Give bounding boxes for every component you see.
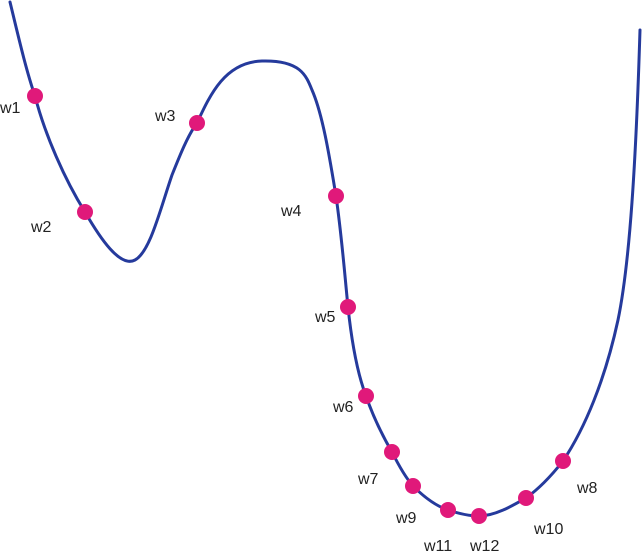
- point-label-w4: w4: [280, 203, 302, 220]
- point-w12: [471, 508, 487, 524]
- point-w1: [27, 88, 43, 104]
- point-label-w9: w9: [395, 510, 417, 527]
- point-label-w7: w7: [357, 471, 379, 488]
- labels-layer: w1 w2 w3 w4 w5 w6 w7 w8 w9 w10 w11 w12: [0, 100, 598, 554]
- point-label-w6: w6: [332, 399, 354, 416]
- point-w6: [358, 388, 374, 404]
- point-label-w12: w12: [469, 538, 499, 554]
- point-w5: [340, 299, 356, 315]
- point-label-w10: w10: [533, 521, 563, 538]
- point-w7: [384, 444, 400, 460]
- point-label-w8: w8: [576, 480, 598, 497]
- point-label-w2: w2: [30, 219, 52, 236]
- point-w3: [189, 115, 205, 131]
- point-label-w3: w3: [154, 108, 176, 125]
- point-w10: [518, 490, 534, 506]
- points-layer: [27, 88, 571, 524]
- point-w2: [77, 204, 93, 220]
- point-label-w5: w5: [314, 309, 336, 326]
- point-label-w11: w11: [423, 538, 452, 554]
- loss-curve: [8, 0, 642, 518]
- point-w8: [555, 453, 571, 469]
- point-label-w1: w1: [0, 100, 21, 117]
- point-w11: [440, 502, 456, 518]
- point-w4: [328, 188, 344, 204]
- point-w9: [405, 478, 421, 494]
